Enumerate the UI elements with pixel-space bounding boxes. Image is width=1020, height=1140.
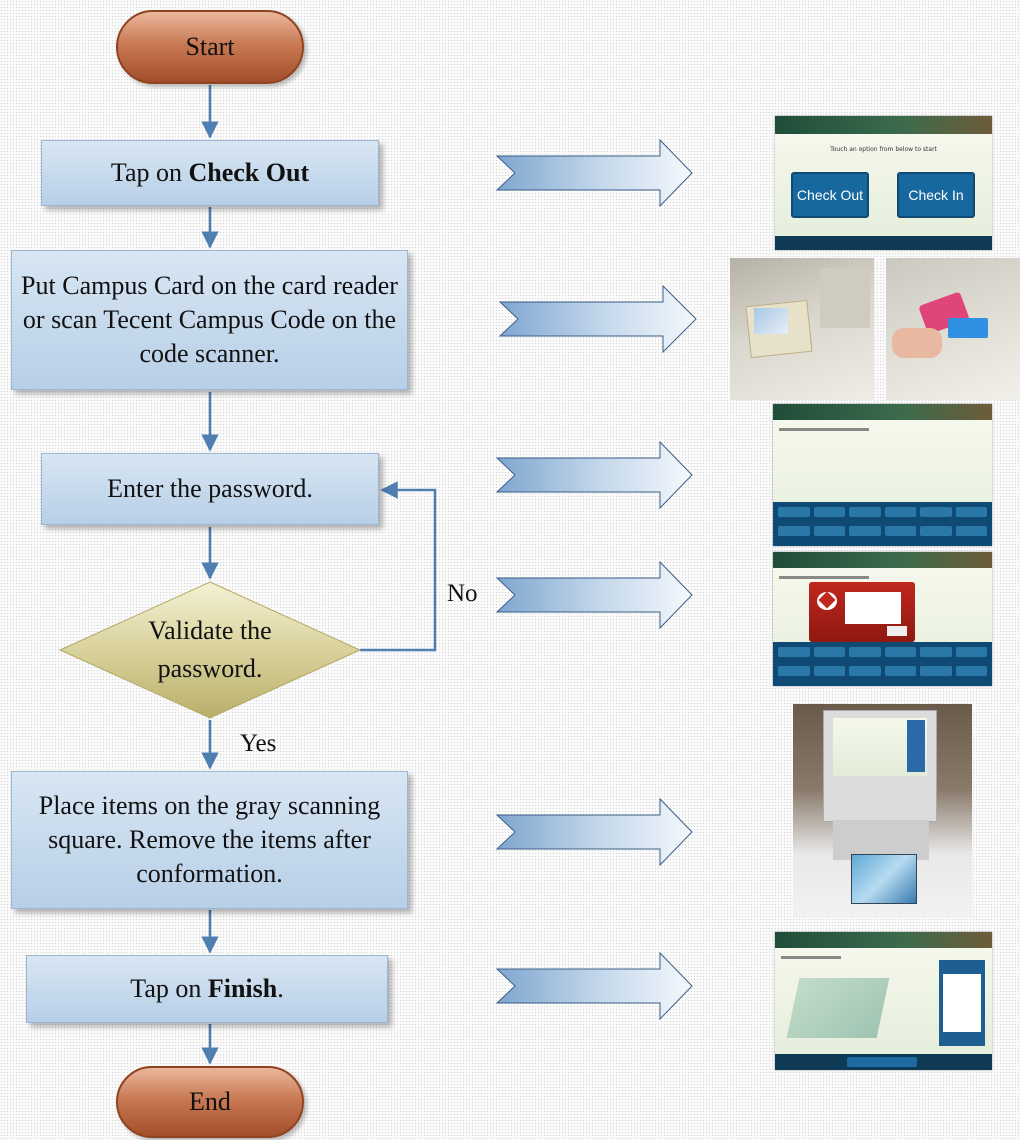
start-node: Start (116, 10, 304, 84)
step-put-campus-card-label: Put Campus Card on the card reader or sc… (21, 271, 398, 368)
start-label: Start (185, 32, 235, 62)
photo-phone-scan (886, 258, 1020, 400)
screen-check-out-button: Check Out (791, 172, 869, 218)
decision-diamond (58, 581, 362, 719)
big-arrow-3 (495, 440, 693, 510)
screen-checkout-prompt: Touch an option from below to start (830, 146, 937, 153)
screen-check-in-button: Check In (897, 172, 975, 218)
step-put-campus-card: Put Campus Card on the card reader or sc… (11, 250, 408, 390)
step-tap-check-out: Tap on Check Out (41, 140, 379, 206)
step-enter-password: Enter the password. (41, 453, 379, 525)
screen-place-items (775, 932, 992, 1070)
big-arrow-6 (495, 951, 693, 1021)
step-tap-finish-label: Tap on Finish. (130, 974, 284, 1004)
decision-label: Validate the password. (148, 616, 272, 683)
big-arrow-4 (495, 560, 693, 630)
big-arrow-2 (498, 284, 697, 354)
photo-card-reader (730, 258, 874, 400)
connector-no-loop (360, 481, 437, 652)
end-node: End (116, 1066, 304, 1138)
yes-label: Yes (240, 730, 277, 757)
screen-enter-pin (773, 404, 992, 546)
big-arrow-1 (495, 138, 693, 208)
step-tap-check-out-label: Tap on Check Out (110, 158, 310, 188)
step-place-items-label: Place items on the gray scanning square.… (38, 791, 381, 888)
big-arrow-5 (495, 797, 693, 867)
screen-checkout: Touch an option from below to start Chec… (775, 116, 992, 250)
end-label: End (189, 1087, 231, 1117)
screen-incorrect-pin (773, 552, 992, 686)
photo-kiosk-items (793, 704, 972, 918)
screen-language-bar (775, 236, 992, 250)
screen-keypad (773, 502, 992, 546)
step-place-items: Place items on the gray scanning square.… (11, 771, 408, 909)
screen-keypad-2 (773, 642, 992, 686)
step-enter-password-label: Enter the password. (107, 474, 313, 504)
screen-error-dialog (809, 582, 915, 642)
no-label: No (447, 580, 478, 607)
step-tap-finish: Tap on Finish. (26, 955, 388, 1023)
